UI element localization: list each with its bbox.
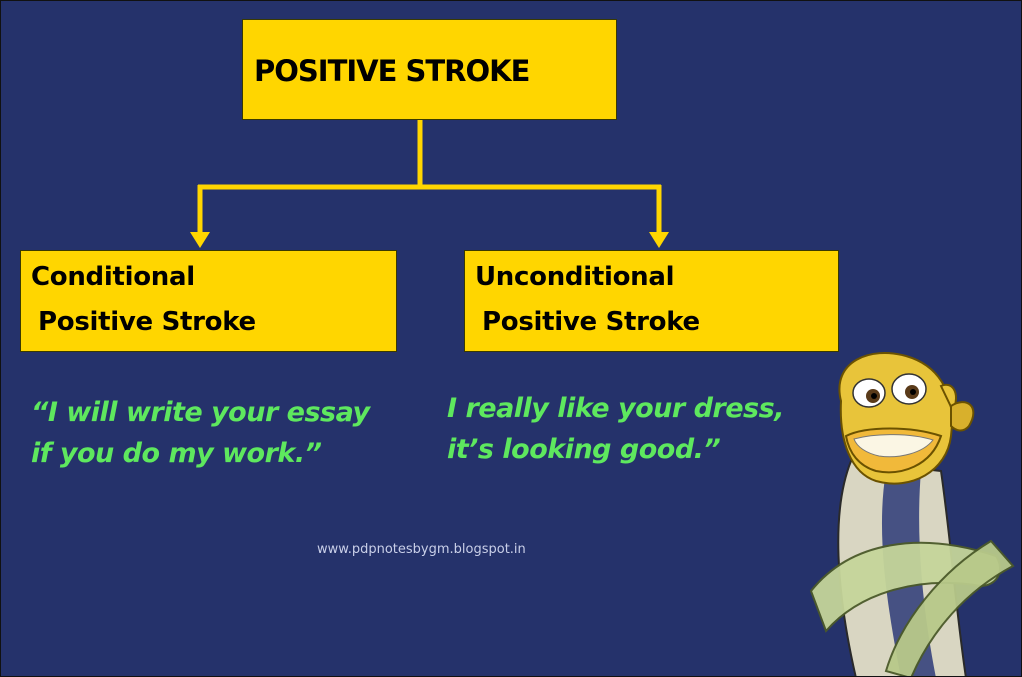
conditional-quote-line1: “I will write your essay [31,397,370,428]
cartoon-fish-icon [809,352,1015,676]
conditional-node-line2: Positive Stroke [38,307,256,337]
unconditional-example-quote: I really like your dress, it’s looking g… [447,388,784,470]
arrow-right-icon [649,232,669,248]
unconditional-node-line2: Positive Stroke [482,307,700,337]
root-node-box: POSITIVE STROKE [242,19,617,120]
conditional-quote-line2: if you do my work.” [31,438,322,469]
unconditional-node-line1: Unconditional [475,262,675,292]
arrow-left-icon [190,232,210,248]
unconditional-node-box: Unconditional Positive Stroke [464,250,839,352]
unconditional-quote-line1: I really like your dress, [447,393,784,424]
conditional-node-line1: Conditional [31,262,195,292]
unconditional-quote-line2: it’s looking good.” [447,434,721,465]
conditional-node-box: Conditional Positive Stroke [20,250,397,352]
root-node-label: POSITIVE STROKE [254,54,530,88]
conditional-example-quote: “I will write your essay if you do my wo… [31,392,370,474]
website-url: www.pdpnotesbygm.blogspot.in [317,542,526,557]
